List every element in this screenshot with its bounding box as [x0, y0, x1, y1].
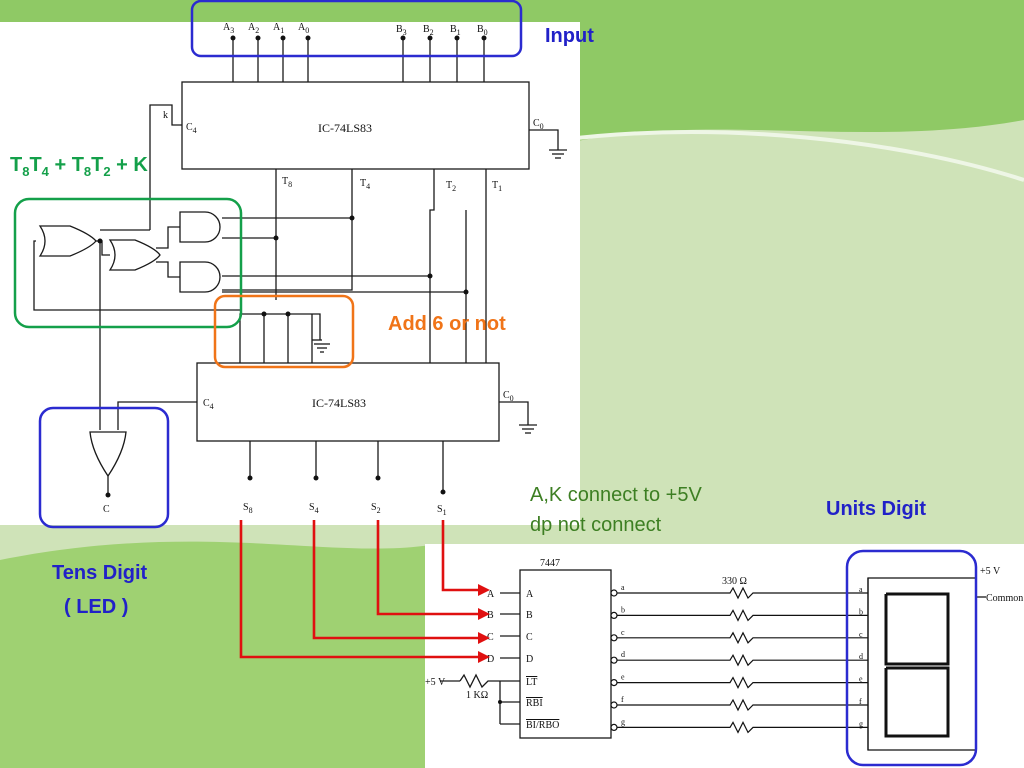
pin-a-ext: A — [487, 589, 495, 600]
tens-output-label: C — [103, 504, 110, 515]
seven-segment-display: +5 V Common — [867, 566, 1023, 751]
tens-digit-subtitle: ( LED ) — [64, 596, 129, 618]
k-input-label: k — [163, 110, 168, 121]
adder-bottom-cin-label: C4 — [203, 398, 214, 411]
output-s4-label: S4 — [309, 502, 319, 515]
pin-b-ext: B — [487, 610, 494, 621]
s-to-decoder-wires — [239, 520, 490, 663]
output-s1-label: S1 — [437, 504, 447, 517]
adder-top-cin-label: C4 — [186, 122, 197, 135]
input-a0-label: A0 — [298, 22, 309, 35]
decoder-7447: 7447 A B C D A B C D LT RBI BI/RBO +5 V … — [425, 558, 747, 739]
decoder-in-a: A — [526, 589, 534, 600]
connection-note-line2: dp not connect — [530, 514, 662, 536]
decoder-name: 7447 — [540, 558, 560, 569]
gates-box — [13, 197, 243, 329]
input-box — [190, 0, 523, 58]
decoder-in-c: C — [526, 632, 533, 643]
adder-top: IC-74LS83 A3 A2 A1 A0 B3 B2 B1 B0 C4 k C… — [149, 22, 567, 230]
input-a2-label: A2 — [248, 22, 259, 35]
decoder-supply: +5 V — [425, 677, 446, 688]
tens-digit-title: Tens Digit — [52, 562, 148, 584]
display-pin-f: f — [859, 697, 862, 706]
output-t8-label: T8 — [282, 176, 292, 189]
connection-note: A,K connect to +5V dp not connect — [530, 480, 702, 540]
tens-digit-box — [38, 406, 170, 529]
connection-note-line1: A,K connect to +5V — [530, 484, 702, 506]
display-supply: +5 V — [980, 566, 1001, 577]
decoder-out-e: e — [621, 673, 625, 682]
segment-resistor-label: 330 Ω — [722, 576, 747, 587]
decoder-in-b: B — [526, 610, 533, 621]
output-t2-label: T2 — [446, 180, 456, 193]
input-annotation: Input — [545, 25, 594, 47]
decoder-rbi: RBI — [526, 698, 543, 709]
add6-annotation: Add 6 or not — [388, 313, 506, 335]
t-output-wires — [222, 169, 487, 363]
input-b0-label: B0 — [477, 24, 488, 37]
decoder-lt: LT — [526, 677, 537, 688]
add6-wiring — [239, 313, 330, 363]
decoder-in-d: D — [526, 654, 533, 665]
tens-or-gate — [89, 431, 127, 495]
display-pin-d: d — [859, 652, 863, 661]
decoder-bi-rbo: BI/RBO — [526, 720, 559, 731]
adder-bottom-cout-label: C0 — [503, 390, 514, 403]
add6-box — [213, 294, 355, 369]
display-pin-e: e — [859, 675, 863, 684]
units-digit-box — [845, 549, 978, 767]
formula-annotation: T8T4 + T8T2 + K — [10, 154, 148, 179]
input-a3-label: A3 — [223, 22, 234, 35]
display-common: Common — [986, 593, 1023, 604]
input-b2-label: B2 — [423, 24, 434, 37]
pullup-resistor-label: 1 KΩ — [466, 690, 488, 701]
input-a1-label: A1 — [273, 22, 284, 35]
input-b1-label: B1 — [450, 24, 461, 37]
adder-top-cout-label: C0 — [533, 118, 544, 131]
adder-bottom: IC-74LS83 C4 C0 S8 S4 S2 S1 — [117, 362, 537, 517]
output-t4-label: T4 — [360, 178, 370, 191]
adder-top-name: IC-74LS83 — [318, 121, 372, 135]
decoder-out-d: d — [621, 650, 625, 659]
decoder-out-a: a — [621, 583, 625, 592]
output-s8-label: S8 — [243, 502, 253, 515]
decoder-out-f: f — [621, 695, 624, 704]
output-s2-label: S2 — [371, 502, 381, 515]
pin-d-ext: D — [487, 654, 494, 665]
pin-c-ext: C — [487, 632, 494, 643]
display-pin-g: g — [859, 719, 863, 728]
display-pin-b: b — [859, 607, 863, 616]
units-digit-title: Units Digit — [826, 498, 926, 520]
display-segments — [884, 592, 950, 738]
decoder-out-g: g — [621, 717, 625, 726]
schematic-panel — [0, 22, 580, 525]
adder-bottom-name: IC-74LS83 — [312, 396, 366, 410]
decoder-out-b: b — [621, 605, 625, 614]
decoder-panel — [425, 544, 1024, 768]
decoder-out-c: c — [621, 628, 625, 637]
correction-logic-gates — [33, 211, 240, 430]
input-b3-label: B3 — [396, 24, 407, 37]
display-pin-c: c — [859, 630, 863, 639]
output-t1-label: T1 — [492, 180, 502, 193]
display-pin-a: a — [859, 585, 863, 594]
